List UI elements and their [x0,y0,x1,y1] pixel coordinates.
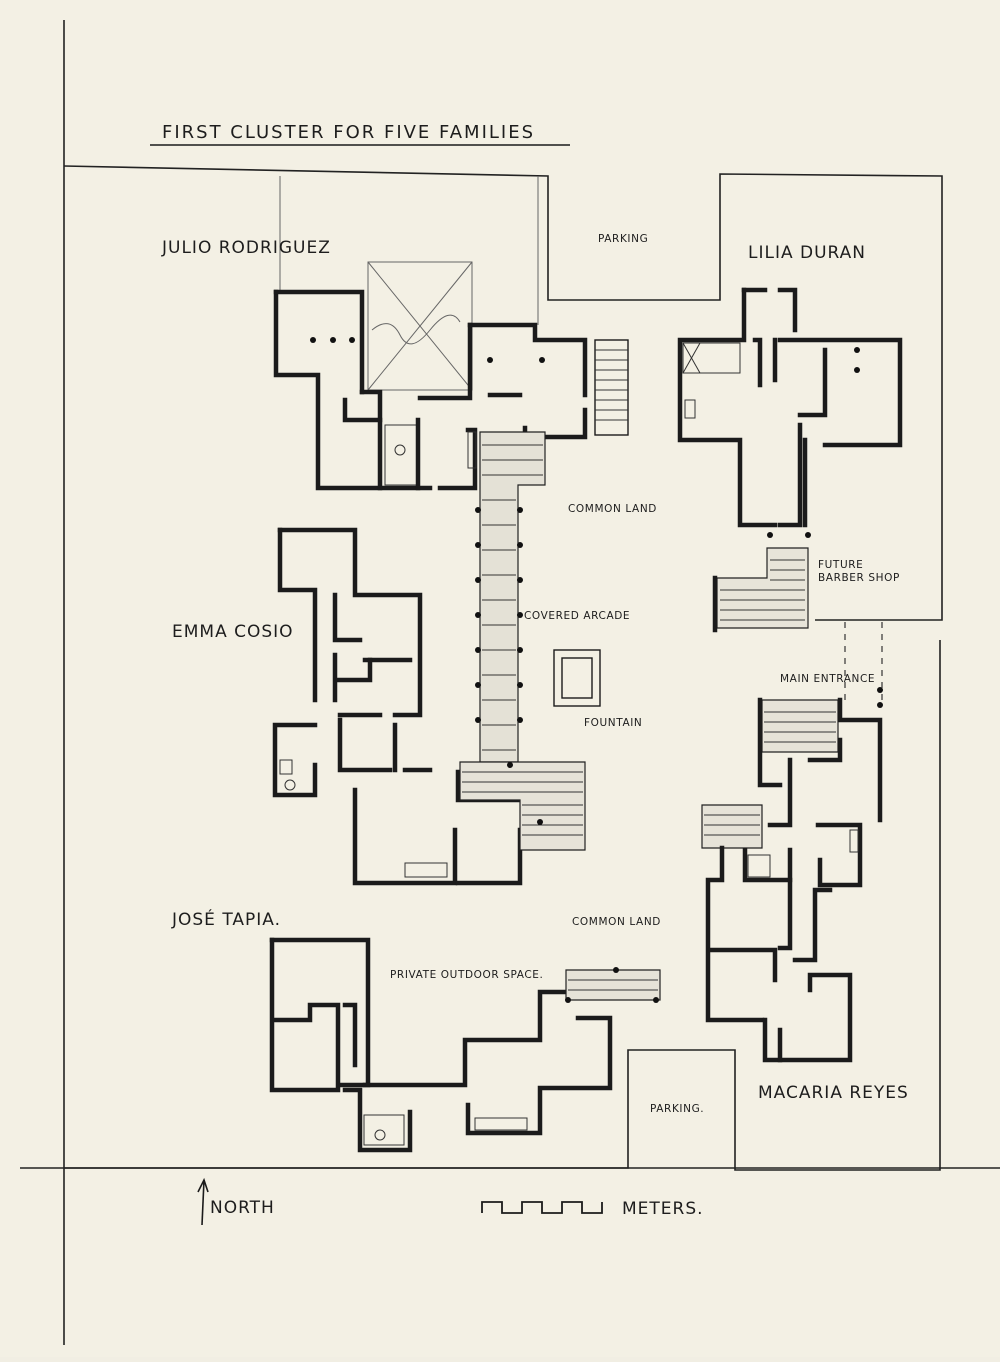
label-parking-top: PARKING [598,233,648,245]
main-entrance-path [844,622,883,700]
label-private-outdoor-space: PRIVATE OUTDOOR SPACE. [390,969,543,981]
label-common-land-1: COMMON LAND [568,503,657,515]
label-covered-arcade: COVERED ARCADE [524,610,630,622]
label-future: FUTURE [818,559,863,571]
meters-label: METERS. [622,1199,704,1219]
label-fountain: FOUNTAIN [584,717,642,729]
house-macaria-reyes [701,687,883,1063]
north-arrow [197,1177,209,1226]
label-parking-bottom: PARKING. [650,1103,704,1115]
fountain [553,649,601,707]
label-main-entrance: MAIN ENTRANCE [780,673,875,685]
family-label-emma-cosio: EMMA COSIO [172,622,294,642]
family-label-lilia-duran: LILIA DURAN [748,243,866,263]
label-barber-shop: BARBER SHOP [818,572,900,584]
meter-scale-bar [481,1201,603,1214]
family-label-macaria-reyes: MACARIA REYES [758,1083,909,1103]
house-jose-tapia [269,937,661,1153]
site-boundary [63,165,943,1171]
covered-arcade [475,431,546,763]
north-label: NORTH [210,1198,275,1218]
label-common-land-2: COMMON LAND [572,916,661,928]
family-label-jose-tapia: JOSÉ TAPIA. [171,908,281,930]
house-lilia-duran [677,287,903,633]
pencil-courtyard-sketch [279,176,539,391]
drawing-title: FIRST CLUSTER FOR FIVE FAMILIES [162,122,535,143]
house-emma-cosio [272,527,586,886]
family-label-julio-rodriguez: JULIO RODRIGUEZ [161,238,331,258]
